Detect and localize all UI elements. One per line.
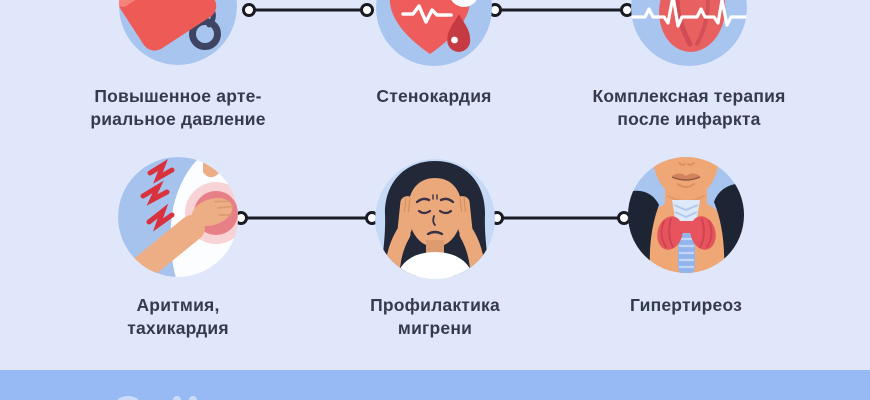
label-arrhythmia-tachycardia: Аритмия, тахикардия [28, 294, 328, 340]
label-line: Аритмия, [136, 295, 220, 315]
thyroid-gland-icon [628, 157, 744, 273]
label-angina: Стенокардия [284, 85, 584, 108]
chest-pain-icon [118, 157, 238, 277]
label-hypertension: Повышенное арте- риальное давление [28, 85, 328, 131]
label-line: Гипертиреоз [629, 295, 743, 315]
label-line: Стенокардия [376, 86, 492, 106]
footer-band [0, 370, 870, 400]
connector-dots [234, 3, 634, 225]
heart-ecg-blood-drop-icon [376, 0, 492, 66]
label-migraine-prevention: Профилактика мигрени [285, 294, 585, 340]
label-line: тахикардия [127, 318, 229, 338]
blood-pressure-monitor-icon [119, 0, 237, 65]
label-line: после инфаркта [617, 109, 761, 129]
label-line: Повышенное арте- [94, 86, 262, 106]
heart-cardiogram-icon [631, 0, 747, 66]
label-line: Профилактика [370, 295, 500, 315]
label-line: риальное давление [90, 109, 266, 129]
connector-lines [239, 8, 629, 220]
label-post-infarction-therapy: Комплексная терапия после инфаркта [539, 85, 839, 131]
label-line: мигрени [397, 318, 473, 338]
label-line: Комплексная терапия [592, 86, 786, 106]
cropped-logo-glyphs [117, 396, 197, 400]
woman-migraine-icon [375, 159, 495, 279]
label-hyperthyroidism: Гипертиреоз [536, 294, 836, 317]
